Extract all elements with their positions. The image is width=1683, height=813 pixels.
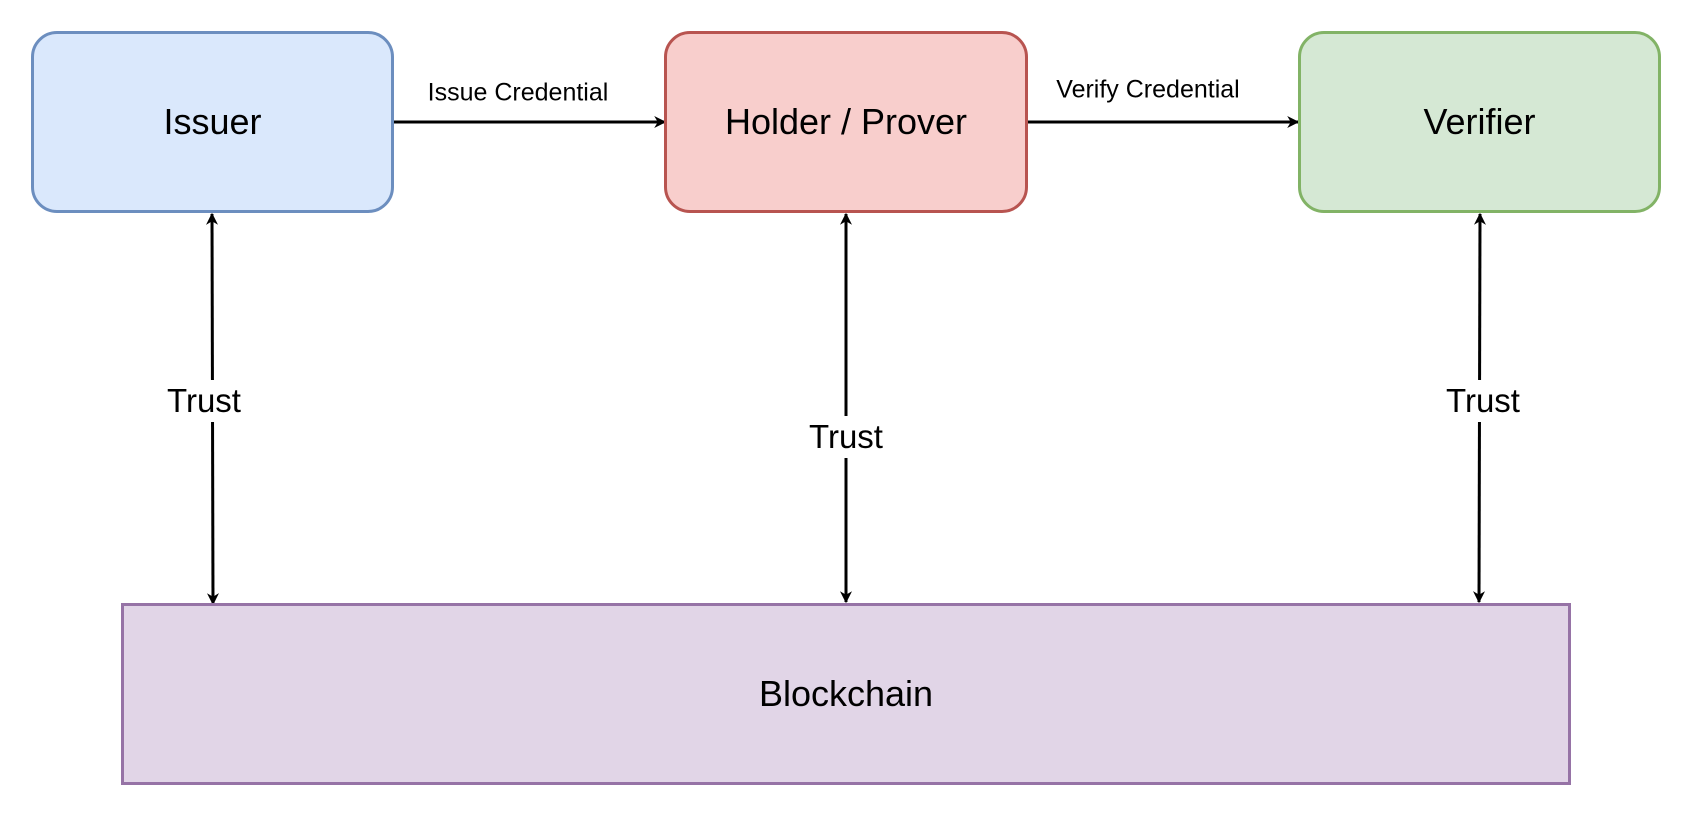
issue-credential-label: Issue Credential	[423, 76, 613, 110]
blockchain-node: Blockchain	[121, 603, 1571, 785]
trust-verifier-label: Trust	[1442, 380, 1524, 422]
verify-credential-label: Verify Credential	[1052, 73, 1244, 107]
verifier-label: Verifier	[1423, 101, 1536, 142]
trust-holder-label: Trust	[805, 416, 887, 458]
holder-prover-label: Holder / Prover	[724, 101, 968, 142]
issuer-node: Issuer	[31, 31, 394, 213]
verifier-node: Verifier	[1298, 31, 1661, 213]
issuer-label: Issuer	[163, 101, 262, 142]
holder-prover-node: Holder / Prover	[664, 31, 1028, 213]
trust-issuer-label: Trust	[163, 380, 245, 422]
blockchain-label: Blockchain	[758, 673, 934, 714]
